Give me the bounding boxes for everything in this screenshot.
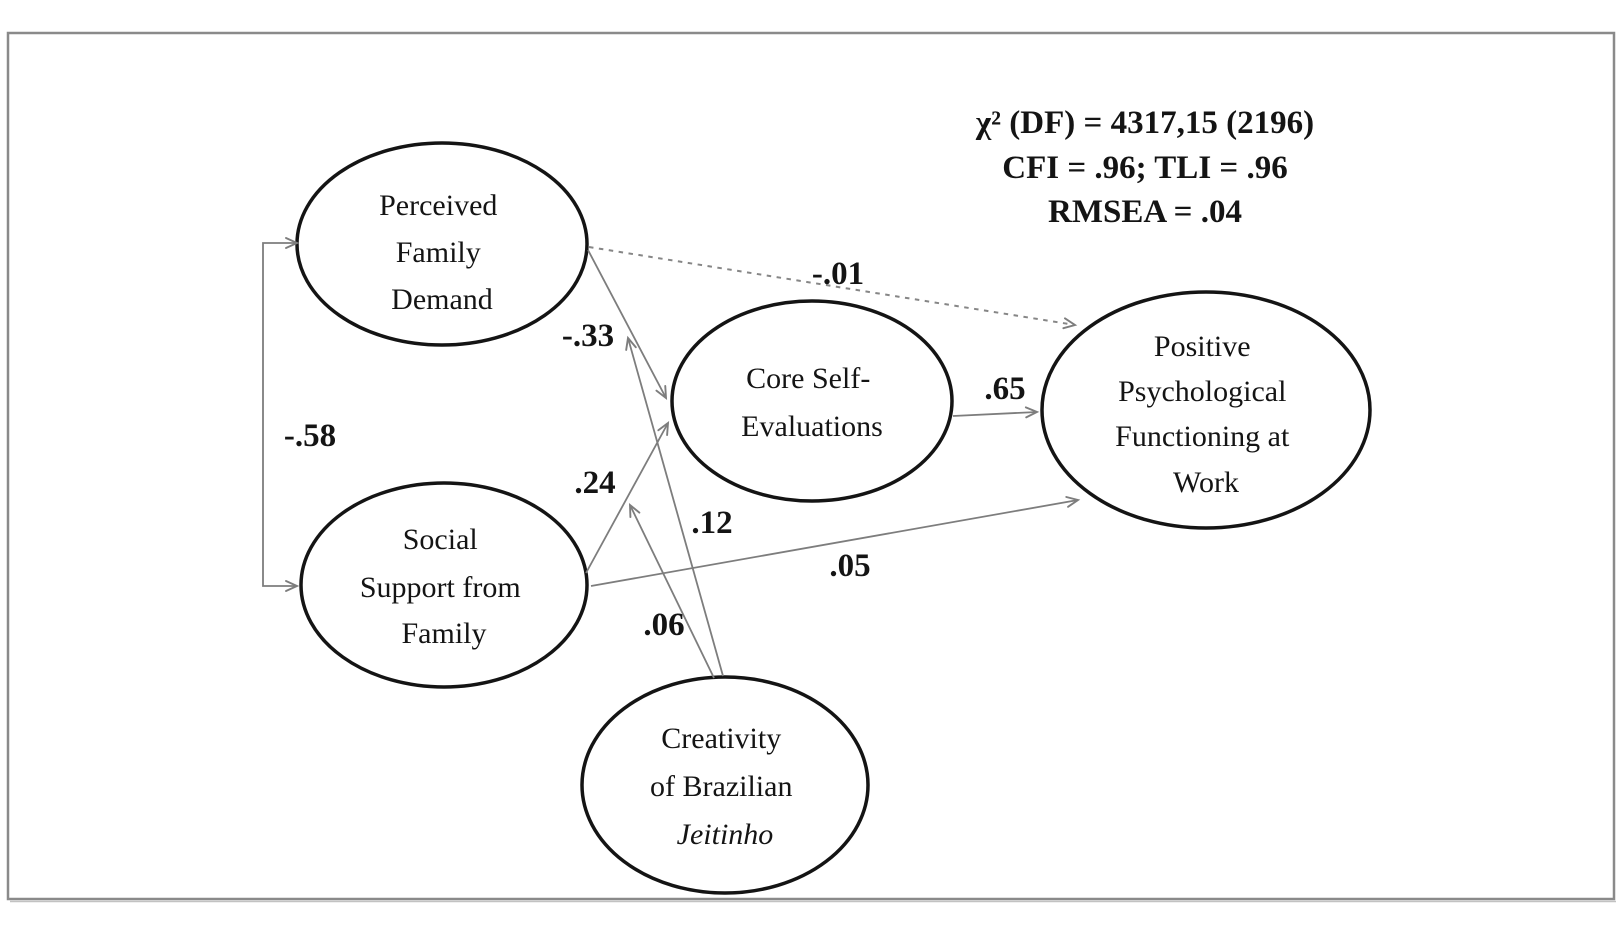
- node-label: Creativity of Brazilian Jeitinho: [650, 722, 800, 851]
- arrowhead-onto-path: [625, 335, 637, 351]
- path-line: [587, 249, 667, 399]
- path-line: [952, 411, 1038, 417]
- node-social-support-from-family: Social Support from Family: [299, 481, 589, 689]
- arrowhead-into-ssf: [285, 580, 300, 592]
- path-ssf-to-cse: .24: [574, 420, 670, 574]
- arrowhead-into-ppfw: [1062, 317, 1078, 330]
- node-label-line: Family: [396, 236, 481, 269]
- coefficient-label-pfd-cse: -.33: [562, 318, 614, 354]
- node-label-line: Psychological: [1118, 375, 1286, 408]
- node-label-line: Perceived: [379, 189, 497, 222]
- path-cse-to-ppfw: .65: [952, 371, 1040, 419]
- node-label: Perceived Family Demand: [379, 189, 505, 316]
- coefficient-label-moderation-06: .06: [643, 607, 684, 643]
- node-label-line: Creativity: [661, 722, 781, 755]
- node-core-self-evaluations: Core Self- Evaluations: [670, 299, 954, 503]
- coefficient-label-cse-ppfw: .65: [984, 371, 1025, 407]
- arrowhead-onto-path: [628, 502, 641, 519]
- node-label-line: Positive: [1154, 330, 1251, 363]
- ellipse: [1040, 290, 1372, 530]
- node-positive-psychological-functioning-at-work: Positive Psychological Functioning at Wo…: [1040, 290, 1372, 530]
- node-label: Social Support from Family: [360, 523, 528, 650]
- path-pfd-to-cse: -.33: [562, 249, 668, 401]
- node-label-line: of Brazilian: [650, 770, 792, 803]
- coefficient-label-pfd-ppfw: -.01: [812, 256, 864, 292]
- arrowhead-into-ppfw: [1024, 406, 1040, 419]
- path-line: [590, 499, 1079, 587]
- ellipse: [299, 481, 589, 689]
- arrowhead-into-pfd: [285, 237, 300, 249]
- node-label: Core Self- Evaluations: [741, 362, 883, 443]
- path-ssf-to-ppfw: .05: [590, 496, 1081, 587]
- correlation-pfd-ssf: -.58: [262, 237, 336, 592]
- path-line: [585, 422, 669, 574]
- node-label-line: Work: [1173, 466, 1239, 499]
- node-label-line: Functioning at: [1115, 420, 1290, 453]
- path-pfd-to-ppfw-dashed: -.01: [588, 246, 1078, 330]
- fit-statistics-line-rmsea: RMSEA = .04: [1048, 194, 1242, 230]
- arrowhead-into-cse: [655, 384, 668, 401]
- fit-statistics-line-chi-square: χ² (DF) = 4317,15 (2196): [975, 105, 1314, 141]
- ellipse: [670, 299, 954, 503]
- fit-statistics: χ² (DF) = 4317,15 (2196) CFI = .96; TLI …: [975, 105, 1314, 230]
- node-label-line: Family: [401, 617, 486, 650]
- node-label: Positive Psychological Functioning at Wo…: [1115, 330, 1297, 499]
- node-label-line: Demand: [391, 283, 493, 316]
- node-label-line: Social: [403, 523, 478, 556]
- coefficient-label-ssf-cse: .24: [574, 465, 615, 501]
- moderation-jeitinho-on-pfd-cse-path: .12: [625, 335, 733, 677]
- path-line-dashed: [588, 246, 1076, 326]
- moderation-line: [627, 337, 724, 677]
- moderation-line: [629, 504, 715, 679]
- arrowhead-into-cse: [657, 420, 670, 436]
- coefficient-label-moderation-12: .12: [691, 505, 732, 541]
- node-label-line: Support from: [360, 571, 521, 604]
- node-creativity-of-brazilian-jeitinho: Creativity of Brazilian Jeitinho: [580, 675, 870, 895]
- arrowhead-into-ppfw: [1065, 496, 1081, 508]
- node-label-line-italic: Jeitinho: [677, 818, 774, 851]
- node-label-line: Evaluations: [741, 410, 883, 443]
- fit-statistics-line-cfi-tli: CFI = .96; TLI = .96: [1002, 150, 1287, 186]
- correlation-line: [262, 242, 297, 587]
- moderation-jeitinho-on-ssf-cse-path: .06: [628, 502, 715, 679]
- coefficient-label-ssf-ppfw: .05: [829, 548, 870, 584]
- node-perceived-family-demand: Perceived Family Demand: [295, 141, 589, 347]
- node-label-line: Core Self-: [746, 362, 870, 395]
- ellipse: [580, 675, 870, 895]
- coefficient-label-correlation: -.58: [284, 418, 336, 454]
